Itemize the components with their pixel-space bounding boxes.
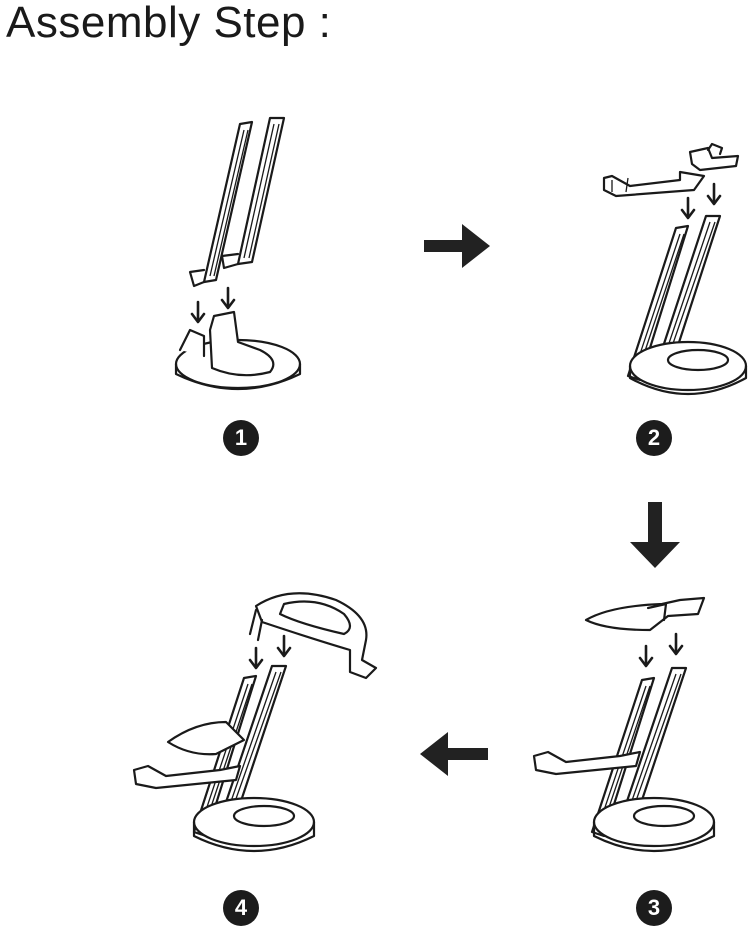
insert-arrow-icon — [638, 632, 684, 668]
step-number-badge: 3 — [636, 890, 672, 926]
thick-arrow-icon — [420, 732, 488, 776]
step-3-illustration — [532, 596, 716, 853]
stand-upright-right — [220, 116, 286, 270]
insert-arrow-icon — [248, 634, 292, 670]
headset-tray — [584, 596, 706, 632]
thick-arrow-icon — [424, 224, 490, 268]
step-number-badge: 2 — [636, 420, 672, 456]
stand-assembled — [626, 214, 748, 396]
step-4-illustration — [132, 592, 378, 853]
step-number-badge: 1 — [223, 420, 259, 456]
step-number: 4 — [234, 895, 248, 920]
stand-assembled — [532, 666, 716, 853]
thick-arrow-icon — [630, 502, 680, 568]
page-title: Assembly Step : — [6, 0, 332, 47]
step-2-illustration — [602, 142, 748, 396]
step-number: 3 — [647, 895, 661, 920]
stand-upright-left — [188, 120, 254, 288]
controller-hook-right — [688, 142, 740, 172]
stand-complete — [132, 664, 316, 853]
step-number: 1 — [234, 425, 248, 450]
controller-hook-left — [602, 170, 706, 198]
step-number-badge: 4 — [223, 890, 259, 926]
step-number: 2 — [647, 425, 661, 450]
step-1-illustration — [174, 116, 302, 391]
headset-halo — [248, 592, 378, 680]
stand-base — [174, 310, 302, 391]
